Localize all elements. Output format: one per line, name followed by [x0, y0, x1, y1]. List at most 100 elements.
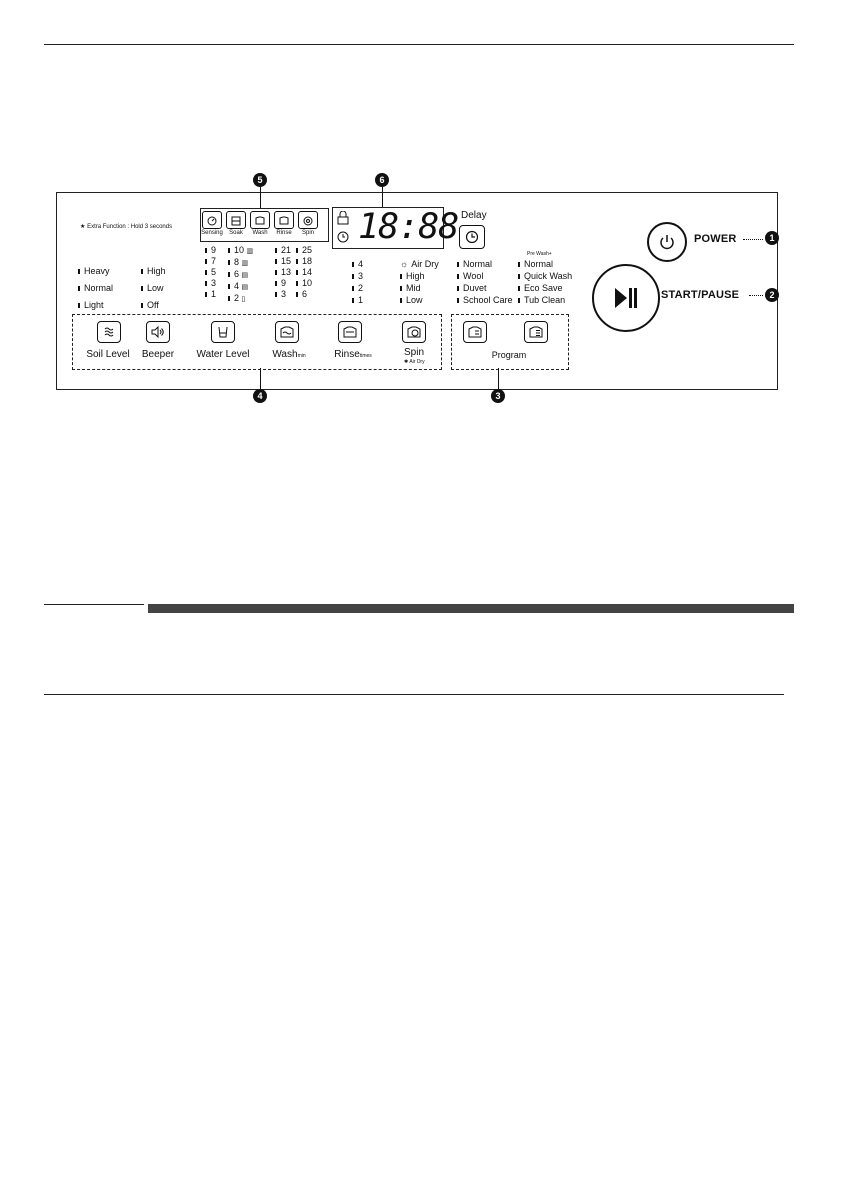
- water-glass-icon: [218, 326, 228, 338]
- water-level-button[interactable]: [211, 321, 235, 343]
- water-4: 4 ▤: [228, 281, 253, 293]
- rinse-2: 2: [352, 282, 363, 294]
- spin-air-dry: ☼Air Dry: [400, 259, 439, 269]
- callout-2: 2: [765, 288, 779, 302]
- program-duvet: Duvet: [457, 282, 513, 294]
- play-pause-icon: [615, 288, 637, 308]
- wash-14: 14: [296, 267, 312, 278]
- beeper-off: Off: [141, 297, 166, 314]
- wash-3: 3: [275, 289, 291, 300]
- wash-options-b: 25 18 14 10 6: [296, 245, 312, 300]
- start-leader-line: [749, 295, 763, 297]
- beeper-low: Low: [141, 280, 166, 297]
- water-1: 1: [205, 289, 216, 300]
- program-tub-clean: Tub Clean: [518, 294, 572, 306]
- program-button-2[interactable]: [524, 321, 548, 343]
- program-school-care: School Care: [457, 294, 513, 306]
- soak-icon: [231, 216, 241, 225]
- water-level-label: Water Level: [196, 349, 250, 360]
- water-glass-icon: ▥: [241, 260, 249, 267]
- speaker-icon: [151, 326, 164, 338]
- prewash-label: Pre Wash+: [527, 251, 552, 257]
- water-glass-icon: ▤: [241, 272, 249, 279]
- start-pause-label: START/PAUSE: [661, 289, 740, 301]
- soil-level-icon: [104, 327, 114, 337]
- callout-3: 3: [491, 389, 505, 403]
- top-rule: [44, 44, 794, 45]
- soil-heavy: Heavy: [78, 263, 113, 280]
- beeper-button[interactable]: [146, 321, 170, 343]
- soil-normal: Normal: [78, 280, 113, 297]
- wash-label: Washmin: [272, 349, 306, 360]
- spin-icon: [407, 326, 421, 338]
- buttons-leader-line: [260, 368, 261, 389]
- power-icon: [660, 235, 674, 250]
- program-wool: Wool: [457, 270, 513, 282]
- power-button[interactable]: [647, 222, 687, 262]
- rinse-options: 4 3 2 1: [352, 258, 363, 306]
- time-digits: 18:88: [358, 207, 459, 247]
- power-leader-line: [743, 239, 763, 241]
- star-icon: ★: [80, 224, 86, 230]
- power-label: POWER: [694, 233, 737, 245]
- water-glass-icon: ▤: [241, 284, 249, 291]
- beeper-options: High Low Off: [141, 263, 166, 314]
- program-eco-save: Eco Save: [518, 282, 572, 294]
- stage-sensing: Sensing: [201, 211, 223, 236]
- lcd-display: [332, 207, 444, 249]
- water-level-options-a: 9 7 5 3 1: [205, 245, 216, 300]
- water-level-options-b: 10 ▥ 8 ▥ 6 ▤ 4 ▤ 2 ▯: [228, 245, 253, 305]
- water-9: 9: [205, 245, 216, 256]
- wash-options-a: 21 15 13 9 3: [275, 245, 291, 300]
- water-6: 6 ▤: [228, 269, 253, 281]
- start-pause-button[interactable]: [592, 264, 660, 332]
- stage-wash: Wash: [249, 211, 271, 236]
- extra-function-note: ★ Extra Function : Hold 3 seconds: [80, 223, 172, 230]
- wash-10: 10: [296, 278, 312, 289]
- wash-9: 9: [275, 278, 291, 289]
- program-buttons-group: [451, 314, 569, 370]
- program-prewash-normal: Normal: [518, 258, 572, 270]
- soil-level-label: Soil Level: [86, 349, 130, 360]
- wash-13: 13: [275, 267, 291, 278]
- program-label: Program: [491, 350, 527, 360]
- program-options-a: Normal Wool Duvet School Care: [457, 258, 513, 306]
- rinse-label: Rinsetimes: [334, 349, 372, 360]
- stage-leader-line: [260, 187, 261, 208]
- wash-6: 6: [296, 289, 312, 300]
- spin-label: Spin: [403, 347, 424, 358]
- spin-air-dry-note: ✱ Air Dry: [404, 359, 425, 365]
- stage-spin: Spin: [297, 211, 319, 236]
- water-7: 7: [205, 256, 216, 267]
- soil-options: Heavy Normal Light: [78, 263, 113, 314]
- rinse-button[interactable]: [338, 321, 362, 343]
- program-options-b: Normal Quick Wash Eco Save Tub Clean: [518, 258, 572, 306]
- soil-level-button[interactable]: [97, 321, 121, 343]
- wash-shirt-icon: [280, 326, 294, 338]
- delay-button[interactable]: [459, 225, 485, 249]
- callout-6: 6: [375, 173, 389, 187]
- stage-soak: Soak: [225, 211, 247, 236]
- soil-light: Light: [78, 297, 113, 314]
- beeper-high: High: [141, 263, 166, 280]
- spin-icon: [303, 216, 313, 225]
- sun-icon: ☼: [400, 259, 409, 269]
- section-rule-thin: [44, 604, 144, 605]
- program-button-1[interactable]: [463, 321, 487, 343]
- delay-label: Delay: [461, 210, 487, 221]
- water-8: 8 ▥: [228, 257, 253, 269]
- wash-21: 21: [275, 245, 291, 256]
- water-3: 3: [205, 278, 216, 289]
- program-quick-wash: Quick Wash: [518, 270, 572, 282]
- program-shirt-icon: [468, 326, 482, 338]
- extra-function-text: Extra Function : Hold 3 seconds: [87, 224, 173, 230]
- delay-clock-icon: [465, 230, 479, 244]
- beeper-label: Beeper: [141, 349, 175, 360]
- spin-button[interactable]: [402, 321, 426, 343]
- stage-indicators: Sensing Soak Wash Rinse Spin: [201, 211, 319, 236]
- spin-options: ☼Air Dry High Mid Low: [400, 258, 439, 306]
- wash-button[interactable]: [275, 321, 299, 343]
- water-10: 10 ▥: [228, 245, 253, 257]
- sensing-icon: [207, 216, 217, 225]
- callout-5: 5: [253, 173, 267, 187]
